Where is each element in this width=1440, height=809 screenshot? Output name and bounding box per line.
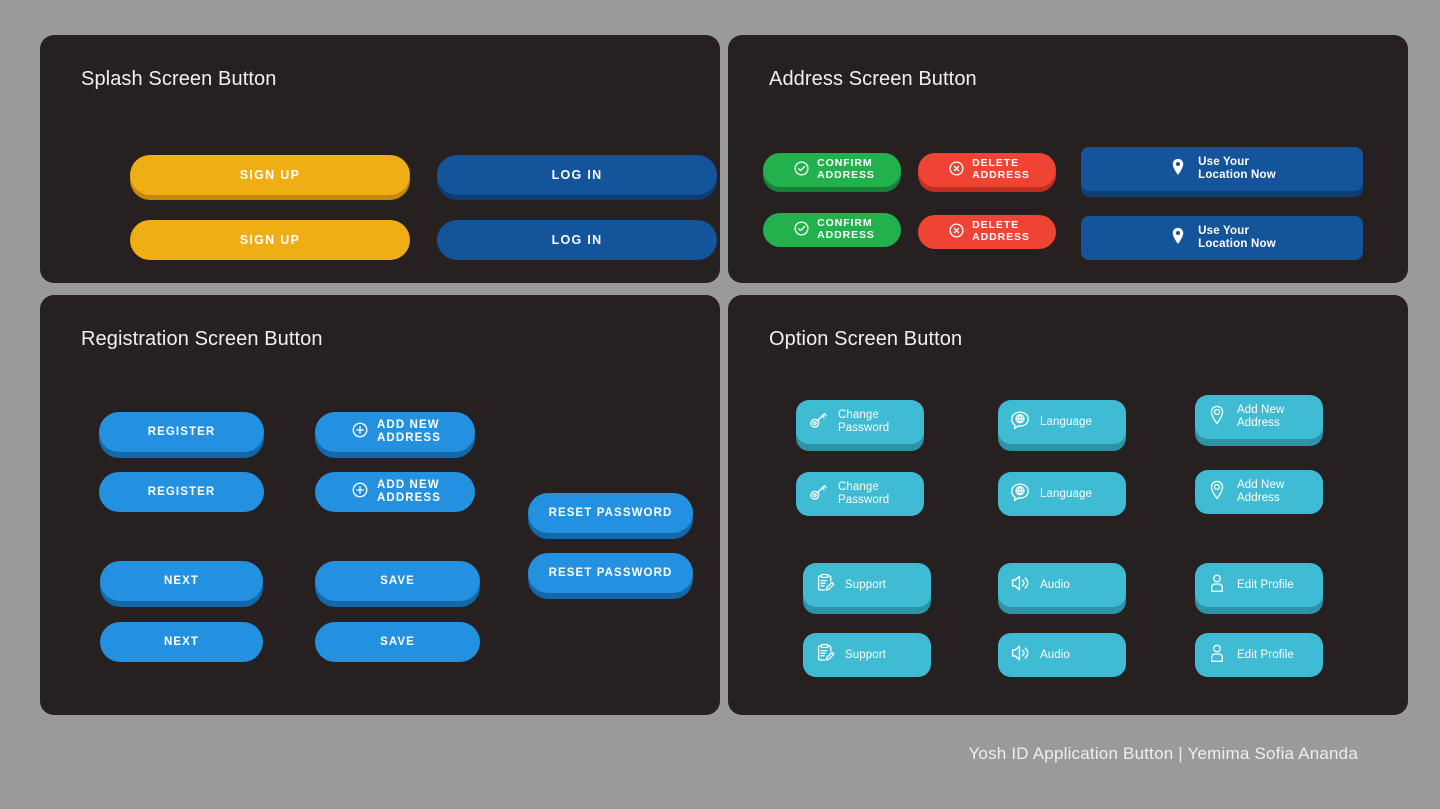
clipboard-pencil-icon [814, 572, 836, 598]
confirm-address-button-raised[interactable]: CONFIRM ADDRESS [763, 153, 901, 187]
check-circle-icon [793, 160, 810, 181]
delete-address-button-flat[interactable]: DELETE ADDRESS [918, 215, 1056, 249]
x-circle-icon [948, 222, 965, 243]
button-label: SIGN UP [239, 233, 301, 247]
button-label: RESET PASSWORD [548, 506, 673, 519]
audio-button-raised[interactable]: Audio [998, 563, 1126, 607]
next-button-flat[interactable]: NEXT [100, 622, 263, 662]
next-button-raised[interactable]: NEXT [100, 561, 263, 601]
add-new-address-button-raised[interactable]: ADD NEW ADDRESS [315, 412, 475, 452]
change-password-button-raised[interactable]: Change Password [796, 400, 924, 444]
language-button-flat[interactable]: Language [998, 472, 1126, 516]
map-pin-icon [1168, 157, 1188, 181]
speaker-icon [1009, 572, 1031, 598]
audio-button-flat[interactable]: Audio [998, 633, 1126, 677]
key-icon [807, 409, 829, 435]
change-password-button-flat[interactable]: Change Password [796, 472, 924, 516]
check-circle-icon [793, 220, 810, 241]
button-label: CONFIRM ADDRESS [817, 217, 875, 241]
button-label: LOG IN [551, 168, 603, 182]
register-button-raised[interactable]: REGISTER [99, 412, 264, 452]
button-label: Language [1040, 487, 1092, 500]
support-button-flat[interactable]: Support [803, 633, 931, 677]
button-label: REGISTER [147, 425, 216, 438]
button-label: DELETE ADDRESS [972, 219, 1030, 243]
sign-up-button-flat[interactable]: SIGN UP [130, 220, 410, 260]
clipboard-pencil-icon [814, 642, 836, 668]
x-circle-icon [948, 160, 965, 181]
plus-circle-icon [351, 421, 369, 443]
button-label: ADD NEW ADDRESS [377, 419, 441, 444]
use-location-button-raised[interactable]: Use Your Location Now [1081, 147, 1363, 191]
log-in-button-raised[interactable]: LOG IN [437, 155, 717, 195]
panel-address-screen: Address Screen Button CONFIRM ADDRESS DE… [728, 35, 1408, 283]
reset-password-button-2[interactable]: RESET PASSWORD [528, 553, 693, 593]
button-label: ADD NEW ADDRESS [377, 479, 441, 504]
button-label: Change Password [838, 481, 890, 506]
reset-password-button-1[interactable]: RESET PASSWORD [528, 493, 693, 533]
button-label: Change Password [838, 409, 890, 434]
button-label: Edit Profile [1237, 578, 1294, 591]
button-label: SIGN UP [239, 168, 301, 182]
button-label: Language [1040, 415, 1092, 428]
button-label: LOG IN [551, 233, 603, 247]
save-button-raised[interactable]: SAVE [315, 561, 480, 601]
button-label: Audio [1040, 578, 1070, 591]
edit-profile-button-flat[interactable]: Edit Profile [1195, 633, 1323, 677]
panel-title-address: Address Screen Button [769, 68, 977, 90]
panel-splash-screen: Splash Screen Button SIGN UP LOG IN SIGN… [40, 35, 720, 283]
panel-registration-screen: Registration Screen Button REGISTER ADD … [40, 295, 720, 715]
button-label: Edit Profile [1237, 648, 1294, 661]
footer-credit: Yosh ID Application Button | Yemima Sofi… [968, 744, 1358, 763]
button-label: Support [845, 578, 886, 591]
panel-title-registration: Registration Screen Button [81, 328, 323, 350]
confirm-address-button-flat[interactable]: CONFIRM ADDRESS [763, 213, 901, 247]
panel-title-option: Option Screen Button [769, 328, 963, 350]
language-button-raised[interactable]: Language [998, 400, 1126, 444]
add-new-address-option-button-flat[interactable]: Add New Address [1195, 470, 1323, 514]
button-label: SAVE [380, 574, 415, 587]
panel-option-screen: Option Screen Button Change Password Lan… [728, 295, 1408, 715]
add-new-address-option-button-raised[interactable]: Add New Address [1195, 395, 1323, 439]
button-label: Support [845, 648, 886, 661]
button-label: NEXT [163, 635, 200, 648]
button-label: NEXT [163, 574, 200, 587]
key-icon [807, 481, 829, 507]
globe-speech-icon [1009, 481, 1031, 507]
button-label: Add New Address [1237, 479, 1285, 504]
use-location-button-flat[interactable]: Use Your Location Now [1081, 216, 1363, 260]
register-button-flat[interactable]: REGISTER [99, 472, 264, 512]
button-label: CONFIRM ADDRESS [817, 157, 875, 181]
edit-profile-button-raised[interactable]: Edit Profile [1195, 563, 1323, 607]
person-icon [1206, 572, 1228, 598]
button-label: REGISTER [147, 485, 216, 498]
button-label: Add New Address [1237, 404, 1285, 429]
save-button-flat[interactable]: SAVE [315, 622, 480, 662]
speaker-icon [1009, 642, 1031, 668]
button-label: RESET PASSWORD [548, 566, 673, 579]
panel-title-splash: Splash Screen Button [81, 68, 277, 90]
button-label: Use Your Location Now [1198, 156, 1276, 181]
globe-speech-icon [1009, 409, 1031, 435]
button-style-board: Splash Screen Button SIGN UP LOG IN SIGN… [40, 35, 1408, 715]
person-icon [1206, 642, 1228, 668]
sign-up-button-raised[interactable]: SIGN UP [130, 155, 410, 195]
button-label: SAVE [380, 635, 415, 648]
button-label: DELETE ADDRESS [972, 157, 1030, 181]
button-label: Use Your Location Now [1198, 225, 1276, 250]
delete-address-button-raised[interactable]: DELETE ADDRESS [918, 153, 1056, 187]
plus-circle-icon [351, 481, 369, 503]
add-new-address-button-flat[interactable]: ADD NEW ADDRESS [315, 472, 475, 512]
map-pin-icon [1168, 226, 1188, 250]
log-in-button-flat[interactable]: LOG IN [437, 220, 717, 260]
button-label: Audio [1040, 648, 1070, 661]
map-pin-outline-icon [1206, 404, 1228, 430]
support-button-raised[interactable]: Support [803, 563, 931, 607]
map-pin-outline-icon [1206, 479, 1228, 505]
